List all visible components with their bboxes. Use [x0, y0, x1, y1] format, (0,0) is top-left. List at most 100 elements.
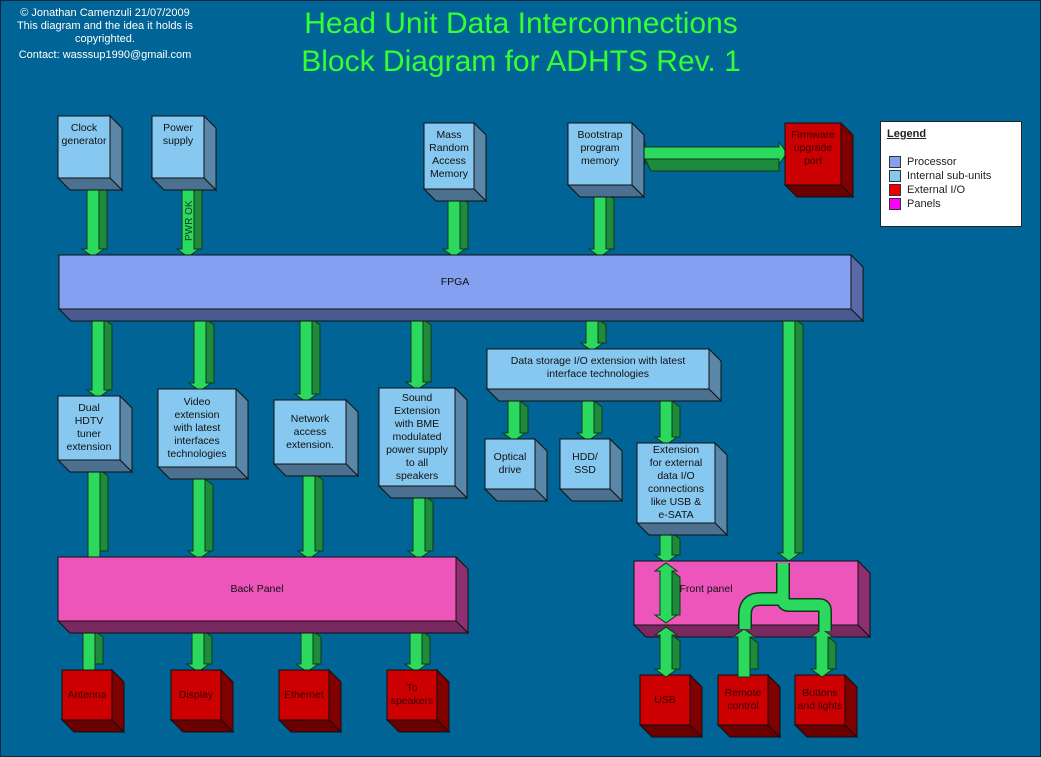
block-backpanel [56, 555, 470, 635]
video-side-face [235, 387, 249, 481]
sound-front-face [378, 387, 456, 487]
clock-bottom-face [56, 177, 124, 191]
legend-label: External I/O [907, 184, 966, 196]
legend-label: Panels [907, 198, 941, 210]
tuner-bottom-face [56, 459, 134, 473]
arrow-network-backpanel-shade [314, 473, 324, 552]
extio-front-face [636, 442, 716, 524]
arrow-fpga-tuner-shade [103, 318, 113, 391]
backpanel-side-face [455, 555, 469, 635]
fpga-bottom-face [57, 308, 865, 322]
block-network [272, 398, 360, 478]
storage-front-face [486, 348, 710, 390]
speakers-front-face [386, 669, 438, 721]
copyright-credit: © Jonathan Camenzuli 21/07/2009 This dia… [7, 7, 203, 62]
block-fpga [57, 253, 865, 323]
backpanel-front-face [57, 556, 457, 622]
legend-swatch-processor [889, 156, 901, 168]
clock-front-face [57, 115, 111, 179]
sound-bottom-face [377, 485, 469, 499]
power-side-face [203, 114, 217, 192]
arrow-sound-backpanel-shade [424, 495, 434, 552]
extio-bottom-face [635, 522, 729, 536]
arrow-frontpanel-usb-shade [671, 634, 681, 670]
arrow-storage-hdd-shade [593, 400, 603, 434]
arrow-frontpanel-usb [653, 626, 679, 678]
arrow-fpga-video-shade [205, 318, 215, 384]
extio-side-face [714, 441, 728, 537]
tuner-front-face [57, 395, 121, 461]
firmware-front-face [784, 122, 842, 186]
legend-swatch-external [889, 184, 901, 196]
block-antenna [60, 668, 126, 734]
power-bottom-face [150, 177, 218, 191]
legend-title: Legend [887, 128, 927, 140]
arrow-extio-frontpanel-shade [671, 532, 681, 556]
arrow-remote-frontpanel [731, 628, 757, 678]
block-boot [566, 121, 646, 199]
arrow-backpanel-speakers-shade [421, 630, 431, 665]
network-bottom-face [272, 463, 360, 477]
block-speakers [385, 668, 451, 734]
sound-side-face [454, 386, 468, 500]
title-line-2: Block Diagram for ADHTS Rev. 1 [301, 45, 741, 78]
block-tuner [56, 394, 134, 474]
ethernet-front-face [278, 669, 330, 721]
block-sound [377, 386, 469, 500]
buttons-front-face [794, 674, 846, 726]
contact-email: Contact: wasssup1990@gmail.com [18, 49, 192, 61]
boot-front-face [567, 122, 633, 186]
network-front-face [273, 399, 347, 465]
optical-front-face [484, 438, 536, 490]
network-side-face [345, 398, 359, 478]
arrow-storage-extio-shade [671, 400, 681, 438]
arrow-frontpanel-usb-inner [653, 562, 679, 624]
arrow-fpga-sound-shade [422, 318, 432, 383]
block-video [156, 387, 250, 481]
legend-item-external: External I/O [889, 184, 965, 196]
arrow-video-backpanel-shade [204, 478, 214, 552]
arrow-backpanel-display-shade [203, 630, 213, 665]
remote-front-face [717, 674, 769, 726]
legend-item-internal: Internal sub-units [889, 170, 991, 182]
tuner-side-face [119, 394, 133, 474]
arrow-backpanel-antenna-shade [94, 630, 104, 665]
block-extio [635, 441, 729, 537]
arrow-tuner-backpanel-shade [99, 469, 109, 552]
video-bottom-face [156, 466, 250, 480]
ram-front-face [423, 122, 475, 190]
credit-line-3: copyrighted. [75, 33, 135, 45]
power-front-face [151, 115, 205, 179]
arrow-frontpanel-buttons [809, 628, 835, 678]
legend-swatch-internal [889, 170, 901, 182]
frontpanel-side-face [857, 559, 871, 639]
video-front-face [157, 388, 237, 468]
firmware-bottom-face [783, 184, 855, 198]
arrow-clock-fpga-shade [98, 183, 108, 250]
clock-side-face [109, 114, 123, 192]
block-power [150, 114, 218, 192]
block-usb [638, 673, 704, 739]
arrow-storage-optical-shade [519, 400, 529, 434]
title-line-1: Head Unit Data Interconnections [304, 7, 738, 40]
block-buttons [793, 673, 859, 739]
block-clock [56, 114, 124, 192]
legend-label: Internal sub-units [907, 170, 992, 182]
credit-line-1: © Jonathan Camenzuli 21/07/2009 [20, 7, 190, 19]
block-optical [483, 437, 549, 503]
hdd-front-face [559, 438, 611, 490]
credit-line-2: This diagram and the idea it holds is [16, 20, 194, 32]
pwr-ok-label: PWR OK [184, 200, 195, 241]
legend: Legend Processor Internal sub-units Exte… [880, 121, 1022, 227]
diagram-title: Head Unit Data Interconnections Block Di… [241, 5, 801, 81]
block-storage [485, 347, 723, 403]
legend-item-processor: Processor [889, 156, 957, 168]
fpga-front-face [58, 254, 852, 310]
arrow-backpanel-ethernet-shade [312, 630, 322, 665]
arrow-ram-fpga-shade [459, 196, 469, 250]
legend-swatch-panels [889, 198, 901, 210]
block-ram [422, 121, 488, 203]
arrow-fpga-frontpanel-shade [794, 318, 804, 554]
